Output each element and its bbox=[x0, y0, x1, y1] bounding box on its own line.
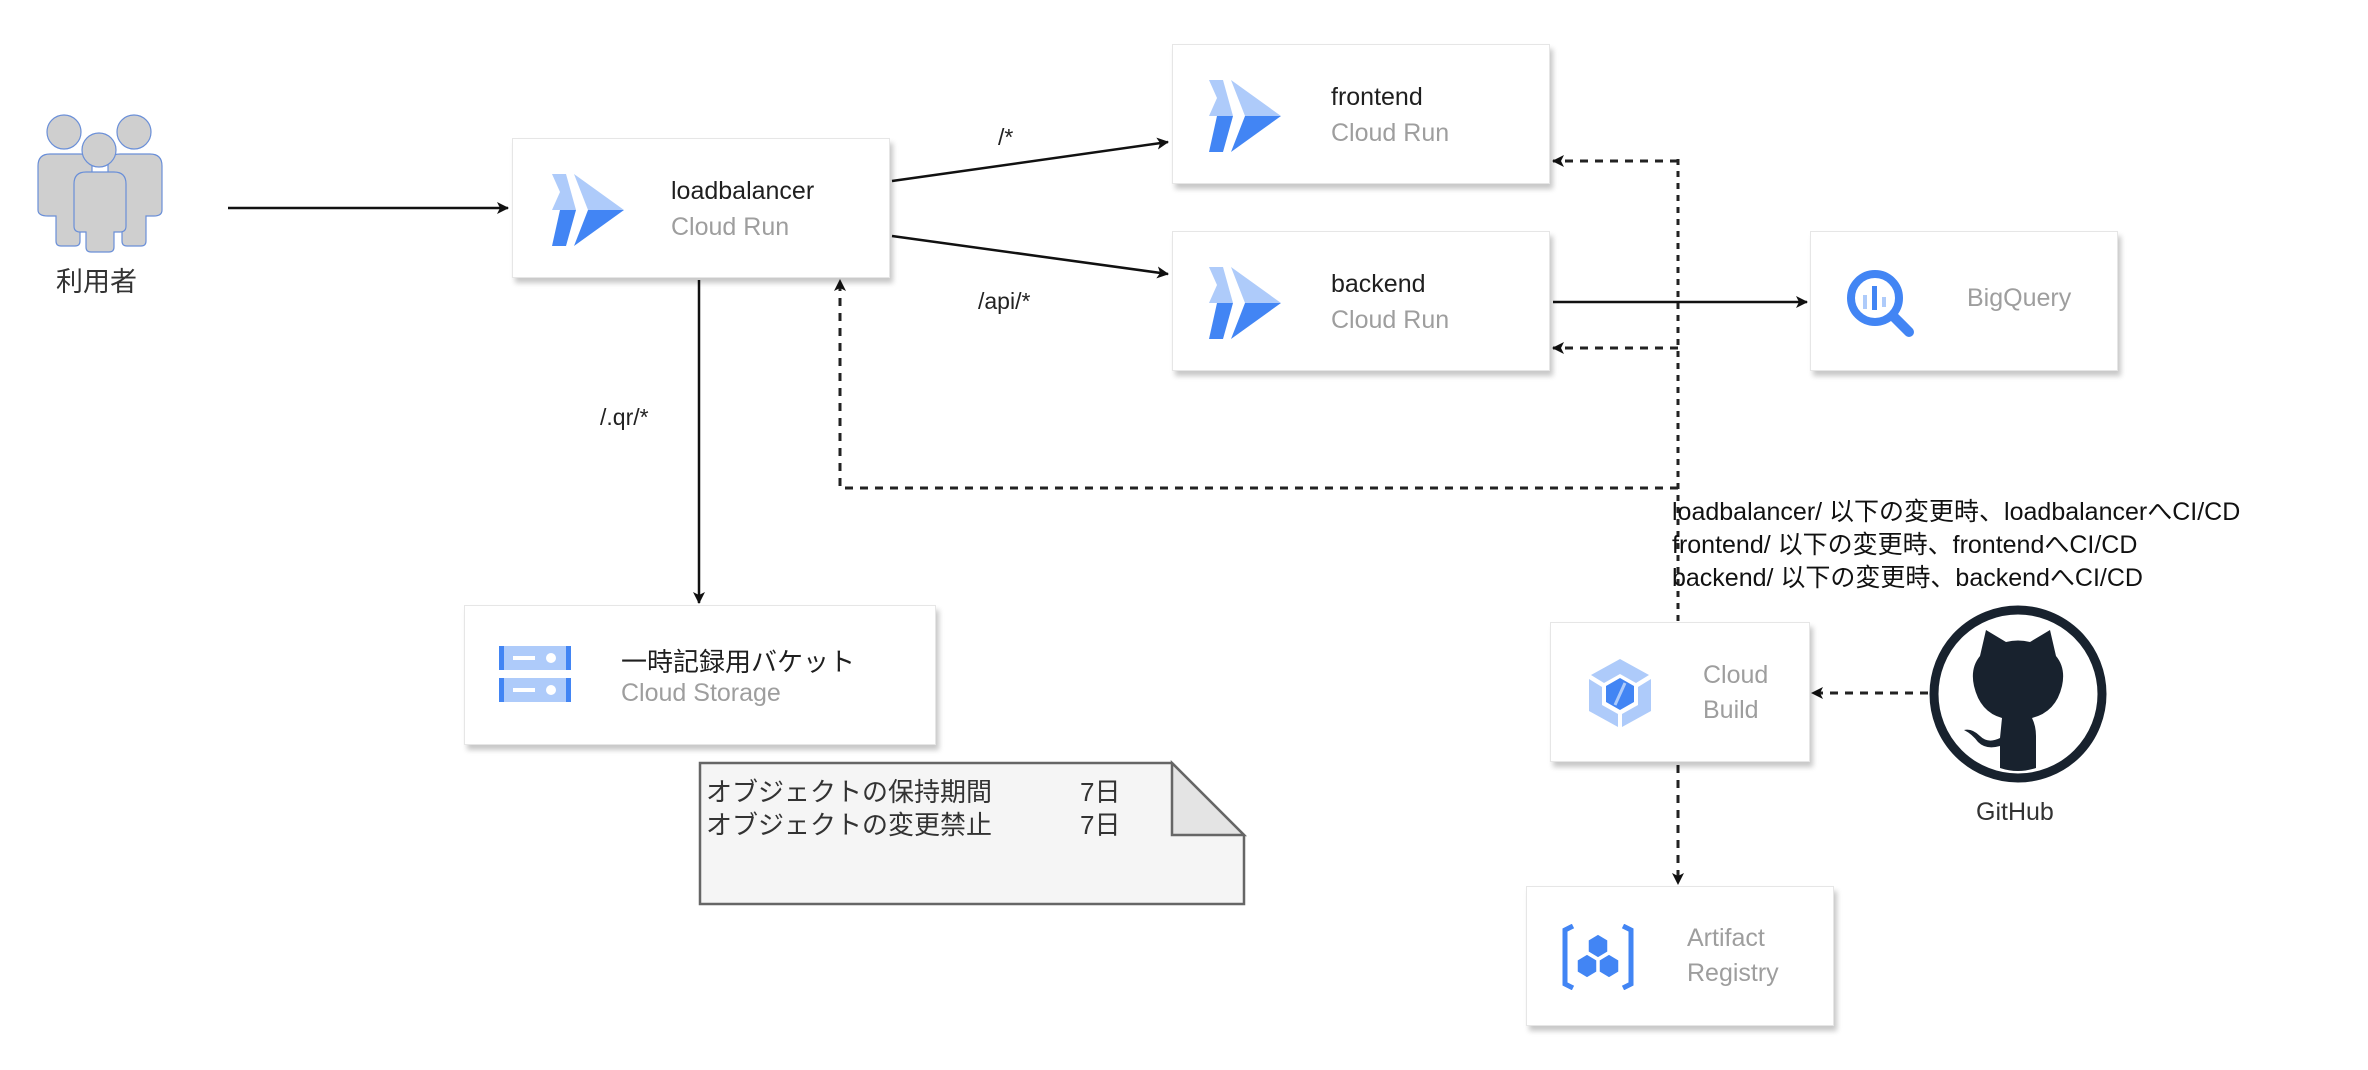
node-bigquery[interactable]: BigQuery bbox=[1810, 231, 2118, 371]
node-bucket-service: Cloud Storage bbox=[621, 679, 781, 707]
bucket-note: オブジェクトの保持期間 7日 オブジェクトの変更禁止 7日 bbox=[706, 776, 1166, 842]
node-frontend-service: Cloud Run bbox=[1331, 119, 1450, 147]
users-group-icon bbox=[37, 114, 163, 253]
edge-label-storage-route: /.qr/* bbox=[600, 404, 649, 430]
node-backend-service: Cloud Run bbox=[1331, 306, 1450, 334]
cloud-run-icon bbox=[1209, 80, 1281, 152]
edge-loadbalancer-to-frontend bbox=[891, 137, 1169, 183]
cicd-note-line: loadbalancer/ 以下の変更時、loadbalancerへCI/CD bbox=[1672, 498, 2241, 526]
cicd-notes: loadbalancer/ 以下の変更時、loadbalancerへCI/CD … bbox=[1672, 496, 2240, 595]
bucket-note-value: 7日 bbox=[1080, 777, 1121, 807]
bucket-note-label: オブジェクトの変更禁止 bbox=[706, 810, 993, 840]
node-cloudbuild-line2: Build bbox=[1703, 696, 1759, 724]
cloud-build-icon bbox=[1589, 659, 1651, 727]
cloud-storage-icon bbox=[499, 646, 571, 702]
github-icon bbox=[1929, 605, 2107, 783]
node-artifact-line1: Artifact bbox=[1687, 924, 1765, 952]
bigquery-icon bbox=[1847, 270, 1914, 337]
node-cloudbuild-line1: Cloud bbox=[1703, 661, 1769, 689]
node-frontend[interactable]: frontend Cloud Run bbox=[1172, 44, 1550, 184]
node-loadbalancer-service: Cloud Run bbox=[671, 213, 790, 241]
github-label: GitHub bbox=[1976, 798, 2054, 826]
bucket-note-row: オブジェクトの保持期間 7日 bbox=[706, 776, 1166, 809]
users-label: 利用者 bbox=[56, 267, 137, 297]
cloud-run-icon bbox=[1209, 267, 1281, 339]
bucket-note-row: オブジェクトの変更禁止 7日 bbox=[706, 809, 1166, 842]
node-bucket-name: 一時記録用バケット bbox=[621, 647, 856, 677]
edge-label-frontend-route: /* bbox=[998, 124, 1014, 150]
node-bucket[interactable]: 一時記録用バケット Cloud Storage bbox=[464, 605, 936, 745]
node-bigquery-service: BigQuery bbox=[1967, 284, 2072, 312]
node-frontend-name: frontend bbox=[1331, 83, 1423, 111]
cloud-run-icon bbox=[552, 174, 624, 246]
node-github[interactable]: GitHub bbox=[1928, 604, 2108, 834]
node-artifact-line2: Registry bbox=[1687, 959, 1779, 987]
cicd-note-line: frontend/ 以下の変更時、frontendへCI/CD bbox=[1672, 531, 2138, 559]
node-artifact-registry[interactable]: Artifact Registry bbox=[1526, 886, 1834, 1026]
node-loadbalancer[interactable]: loadbalancer Cloud Run bbox=[512, 138, 890, 278]
node-backend[interactable]: backend Cloud Run bbox=[1172, 231, 1550, 371]
edge-label-backend-route: /api/* bbox=[978, 288, 1031, 314]
bucket-note-value: 7日 bbox=[1080, 810, 1121, 840]
node-loadbalancer-name: loadbalancer bbox=[671, 177, 815, 205]
node-cloudbuild[interactable]: Cloud Build bbox=[1550, 622, 1810, 762]
cicd-note-line: backend/ 以下の変更時、backendへCI/CD bbox=[1672, 564, 2143, 592]
node-backend-name: backend bbox=[1331, 270, 1426, 298]
bucket-note-label: オブジェクトの保持期間 bbox=[706, 777, 993, 807]
users-actor: 利用者 bbox=[30, 108, 170, 298]
bucket-note-fold bbox=[1170, 759, 1248, 837]
artifact-registry-icon bbox=[1562, 924, 1634, 990]
edge-loadbalancer-to-backend bbox=[891, 234, 1169, 279]
